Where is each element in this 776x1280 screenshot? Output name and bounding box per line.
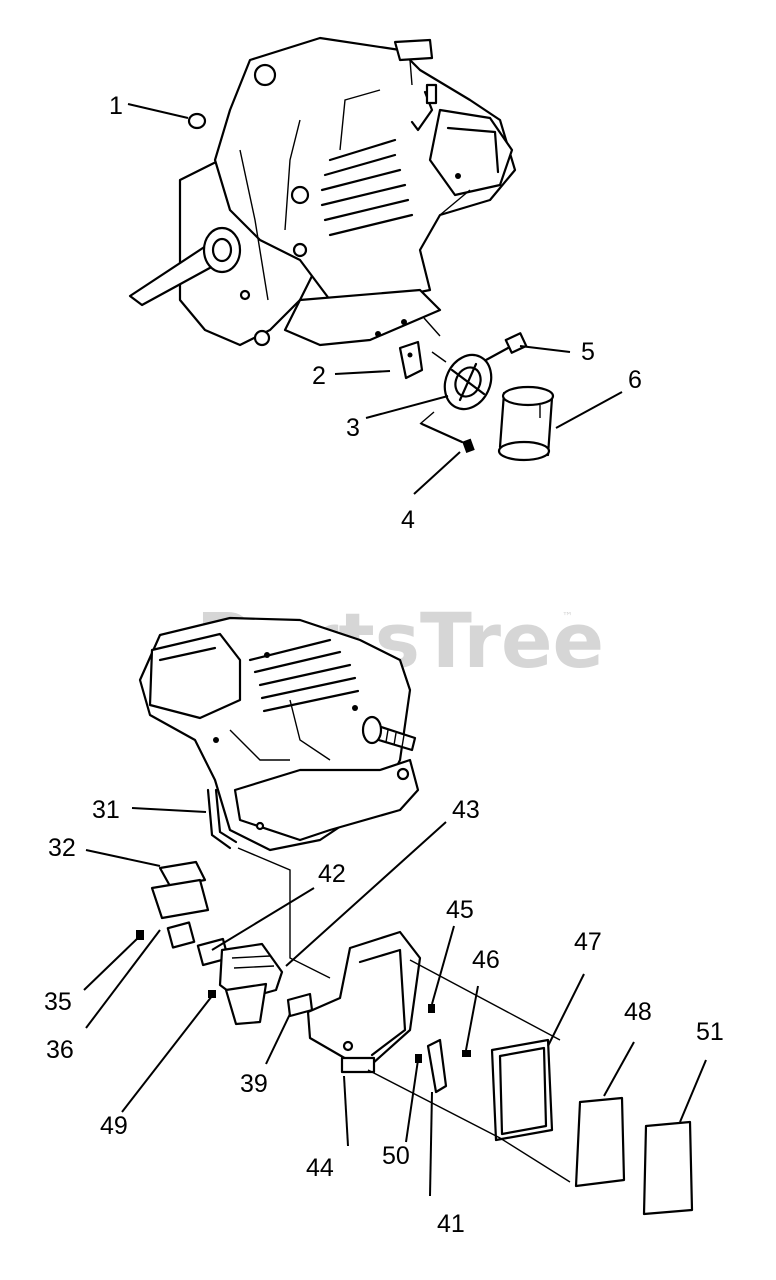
part-3-adapter — [443, 353, 493, 411]
callout-51: 51 — [696, 1018, 724, 1046]
callout-1: 1 — [109, 92, 123, 120]
part-46-screw — [462, 1050, 471, 1057]
callout-47: 47 — [574, 928, 602, 956]
callout-44: 44 — [306, 1154, 334, 1182]
callout-35: 35 — [44, 988, 72, 1016]
alignment-lines — [237, 317, 571, 1183]
callout-4: 4 — [401, 506, 415, 534]
callout-43: 43 — [452, 796, 480, 824]
part-2-bracket — [398, 340, 424, 380]
callout-45: 45 — [446, 896, 474, 924]
callout-39: 39 — [240, 1070, 268, 1098]
part-44-air-cleaner-base — [306, 930, 422, 1074]
part-47-filter-element — [490, 1038, 554, 1142]
callout-50: 50 — [382, 1142, 410, 1170]
part-36-spacer — [150, 878, 210, 949]
callout-42: 42 — [318, 860, 346, 888]
part-5-fitting — [484, 332, 528, 362]
callout-6: 6 — [628, 366, 642, 394]
callout-3: 3 — [346, 414, 360, 442]
callout-32: 32 — [48, 834, 76, 862]
part-49-carburetor — [208, 942, 284, 1026]
part-48-pre-cleaner — [574, 1096, 626, 1188]
callout-48: 48 — [624, 998, 652, 1026]
callout-31: 31 — [92, 796, 120, 824]
part-41-clip — [426, 1038, 448, 1094]
part-45-screw — [428, 1004, 435, 1013]
callout-46: 46 — [472, 946, 500, 974]
callout-2: 2 — [312, 362, 326, 390]
callout-labels: 1 2 3 4 5 6 31 32 35 36 39 41 42 43 44 4… — [44, 92, 724, 1238]
part-31-breather-tube — [206, 788, 238, 850]
leader-lines — [83, 103, 707, 1197]
callout-5: 5 — [581, 338, 595, 366]
part-4-screw — [420, 422, 475, 454]
engine-assembly-top — [128, 36, 517, 347]
part-50-screw — [415, 1054, 422, 1063]
part-35-screw — [136, 930, 144, 940]
callout-49: 49 — [100, 1112, 128, 1140]
callout-36: 36 — [46, 1036, 74, 1064]
part-6-oil-filter — [497, 385, 555, 462]
callout-41: 41 — [437, 1210, 465, 1238]
engine-assembly-bottom — [138, 616, 420, 852]
watermark-trademark: ™ — [562, 610, 573, 623]
part-1-plug — [187, 112, 207, 130]
part-51-pre-cleaner — [642, 1120, 694, 1216]
